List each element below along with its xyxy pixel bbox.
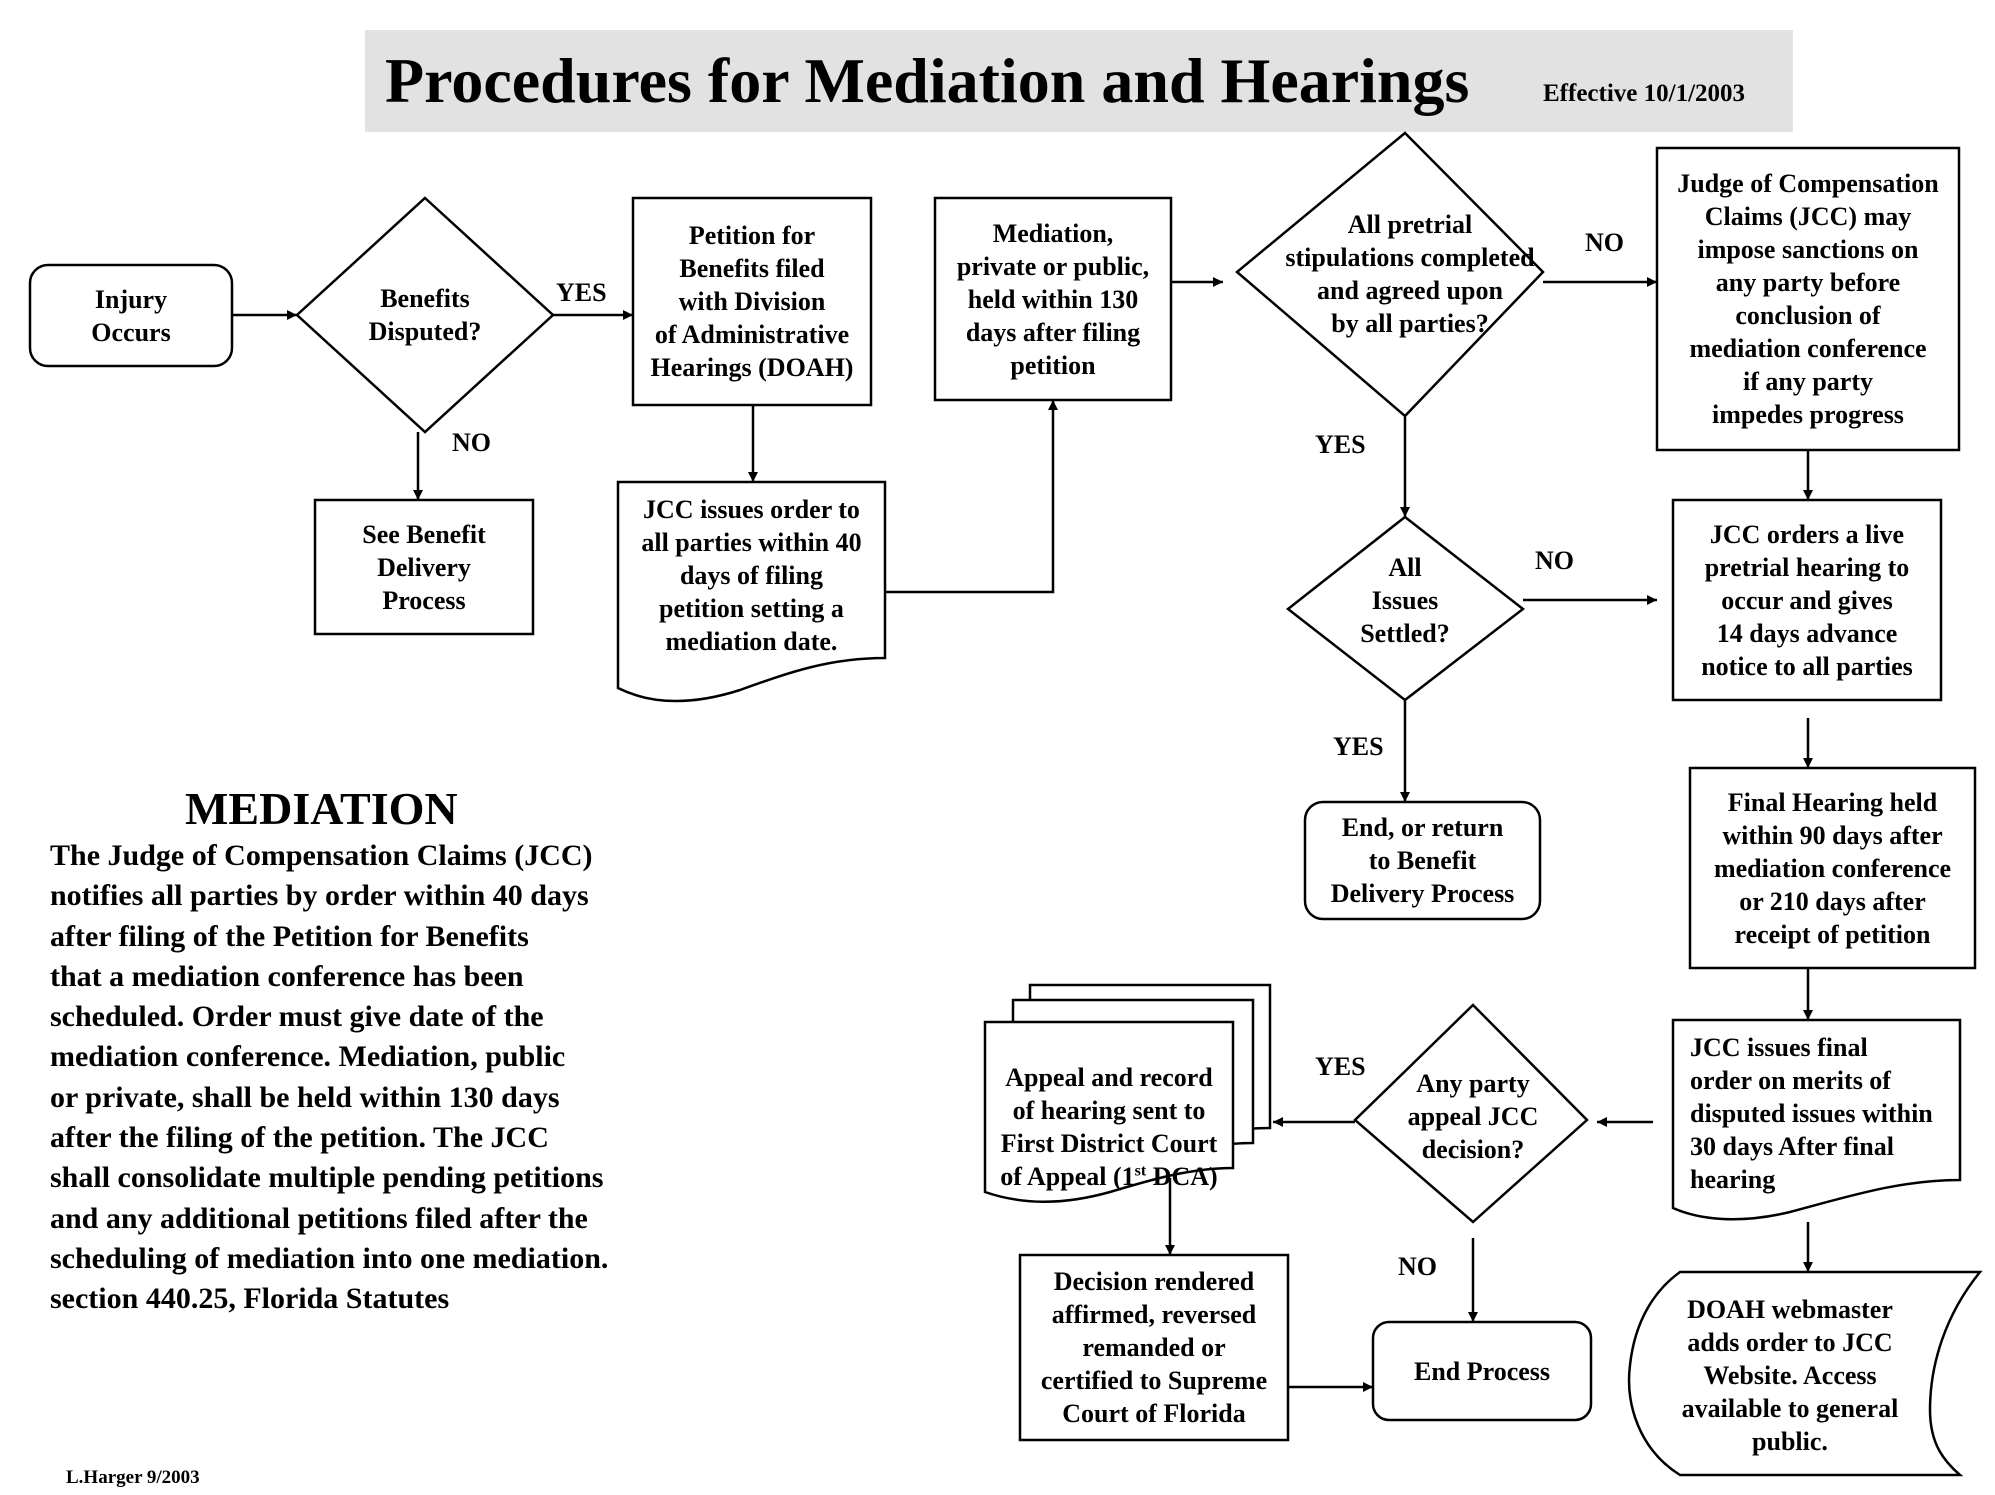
appeal-record-superscript: st (1134, 1162, 1147, 1180)
label-yes-petition: YES (556, 278, 607, 307)
jcc-order-shape (616, 480, 887, 703)
doah-web-shape (1627, 1270, 1983, 1477)
appeal-record-node: Appeal and record of hearing sent to Fir… (985, 1028, 1233, 1191)
label-no-end-process: NO (1398, 1252, 1437, 1281)
doah-webmaster-node: DOAH webmaster adds order to JCC Website… (1681, 1294, 1899, 1456)
label-no-live-pretrial: NO (1535, 546, 1574, 575)
mediation-node: Mediation, private or public, held withi… (956, 218, 1150, 380)
sanctions-node: Judge of Compensation Claims (JCC) may i… (1677, 169, 1939, 429)
benefits-disputed-shape (295, 196, 555, 434)
injury-occurs-node: Injury Occurs (91, 284, 171, 347)
petition-node: Petition for Benefits filed with Divisio… (650, 221, 854, 382)
effective-date: Effective 10/1/2003 (1543, 80, 1746, 107)
sanctions-shape (1655, 146, 1961, 452)
pretrial-stipulations-decision: All pretrial stipulations completed and … (1285, 210, 1535, 338)
all-issues-settled-decision: All Issues Settled? (1360, 552, 1450, 648)
live-pretrial-shape (1671, 498, 1943, 702)
final-order-shape (1671, 1018, 1962, 1221)
end-return-shape (1303, 800, 1542, 921)
petition-shape (631, 196, 873, 407)
mediation-heading: MEDIATION (185, 783, 458, 834)
end-process-shape (1371, 1320, 1593, 1422)
label-yes-end-return: YES (1333, 732, 1384, 761)
appeal-record-shape (983, 1020, 1235, 1203)
appeal-record-text-end: DCA) (1146, 1162, 1218, 1191)
label-no-see-benefit: NO (452, 428, 491, 457)
final-hearing-node: Final Hearing held within 90 days after … (1713, 787, 1952, 949)
decision-node: Decision rendered affirmed, reversed rem… (1040, 1267, 1268, 1428)
see-benefit-shape (313, 498, 535, 636)
edge-jcc-order-to-mediation (885, 400, 1058, 594)
jcc-order-node: JCC issues order to all parties within 4… (641, 494, 862, 656)
title-bar (365, 30, 1793, 132)
mediation-paragraph: The Judge of Compensation Claims (JCC) n… (50, 839, 609, 1316)
end-process-node: End Process (1413, 1356, 1551, 1386)
label-yes-settled: YES (1315, 430, 1366, 459)
decision-shape (1018, 1253, 1290, 1442)
end-return-node: End, or return to Benefit Delivery Proce… (1330, 813, 1515, 908)
appeal-record-text: Appeal and record of hearing sent to Fir… (1000, 1063, 1218, 1191)
benefits-disputed-decision: Benefits Disputed? (368, 284, 482, 346)
live-pretrial-node: JCC orders a live pretrial hearing to oc… (1701, 519, 1913, 681)
page-title: Procedures for Mediation and Hearings (385, 45, 1470, 116)
final-hearing-shape (1688, 766, 1977, 970)
final-order-node: JCC issues final order on merits of disp… (1690, 1032, 1933, 1194)
label-yes-appeal: YES (1315, 1052, 1366, 1081)
any-appeal-shape (1353, 1003, 1589, 1224)
any-appeal-decision: Any party appeal JCC decision? (1407, 1068, 1539, 1164)
author-footer: L.Harger 9/2003 (66, 1467, 200, 1488)
label-no-sanctions: NO (1585, 228, 1624, 257)
see-benefit-node: See Benefit Delivery Process (362, 519, 486, 615)
